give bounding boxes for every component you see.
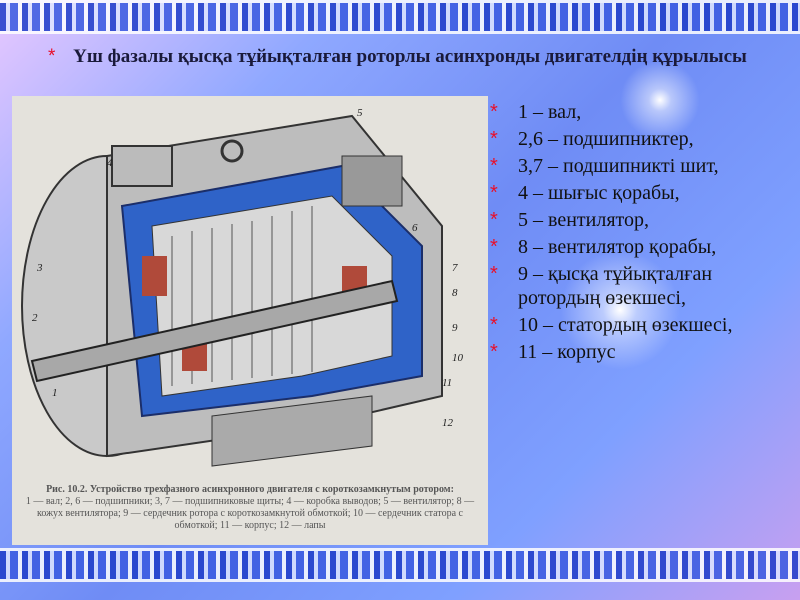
bullet-icon: * xyxy=(490,341,498,363)
bullet-icon: * xyxy=(490,263,498,285)
bullet-icon: * xyxy=(490,209,498,231)
bullet-icon: * xyxy=(490,314,498,336)
caption-title: Рис. 10.2. Устройство трехфазного асинхр… xyxy=(46,484,454,495)
list-item: * 5 – вентилятор, xyxy=(490,208,780,232)
list-item: * 3,7 – подшипникті шит, xyxy=(490,154,780,178)
part-label: 5 xyxy=(357,107,363,119)
list-item-text: 3,7 – подшипникті шит, xyxy=(518,155,719,177)
bullet-icon: * xyxy=(48,46,56,67)
list-item-text: 4 – шығыс қорабы, xyxy=(518,182,680,204)
ornament-border-bottom xyxy=(0,548,800,582)
bullet-icon: * xyxy=(490,182,498,204)
list-item: * 1 – вал, xyxy=(490,100,780,124)
part-label: 3 xyxy=(36,262,43,274)
part-label: 2 xyxy=(32,312,38,324)
ornament-border-top xyxy=(0,0,800,34)
list-item: * 11 – корпус xyxy=(490,340,780,364)
part-label: 4 xyxy=(107,157,113,169)
bullet-icon: * xyxy=(490,236,498,258)
bullet-icon: * xyxy=(490,101,498,123)
part-label: 6 xyxy=(412,222,418,234)
list-item-text: 8 – вентилятор қорабы, xyxy=(518,236,717,258)
list-item-text: 1 – вал, xyxy=(518,101,582,123)
sparkle-decoration xyxy=(560,250,680,370)
part-label: 9 xyxy=(452,322,458,334)
part-label: 12 xyxy=(442,417,454,429)
title-text: Үш фазалы қысқа тұйықталған роторлы асин… xyxy=(73,46,747,67)
figure-caption: Рис. 10.2. Устройство трехфазного асинхр… xyxy=(20,484,480,532)
sparkle-decoration xyxy=(620,60,700,140)
bullet-icon: * xyxy=(490,128,498,150)
part-label: 10 xyxy=(452,352,464,364)
list-item-text: 11 – корпус xyxy=(518,341,616,363)
list-item-text: 5 – вентилятор, xyxy=(518,209,650,231)
list-item: * 4 – шығыс қорабы, xyxy=(490,181,780,205)
part-label: 7 xyxy=(452,262,458,274)
parts-list: * 1 – вал, * 2,6 – подшипниктер, * 3,7 – по… xyxy=(490,100,780,367)
caption-body: 1 — вал; 2, 6 — подшипники; 3, 7 — подши… xyxy=(25,496,475,531)
list-item: * 9 – қысқа тұйықталған ротордың өзекшесі… xyxy=(490,262,780,310)
list-item-text: 9 – қысқа тұйықталған ротордың өзекшесі, xyxy=(518,263,713,309)
part-label: 1 xyxy=(52,387,58,399)
list-item: * 8 – вентилятор қорабы, xyxy=(490,235,780,259)
part-label: 8 xyxy=(452,287,458,299)
list-item: * 2,6 – подшипниктер, xyxy=(490,127,780,151)
part-label: 11 xyxy=(442,377,452,389)
list-item-text: 2,6 – подшипниктер, xyxy=(518,128,694,150)
list-item-text: 10 – статордың өзекшесі, xyxy=(518,314,733,336)
slide-title: * Үш фазалы қысқа тұйықталған роторлы ас… xyxy=(48,45,770,69)
bullet-icon: * xyxy=(490,155,498,177)
list-item: * 10 – статордың өзекшесі, xyxy=(490,313,780,337)
